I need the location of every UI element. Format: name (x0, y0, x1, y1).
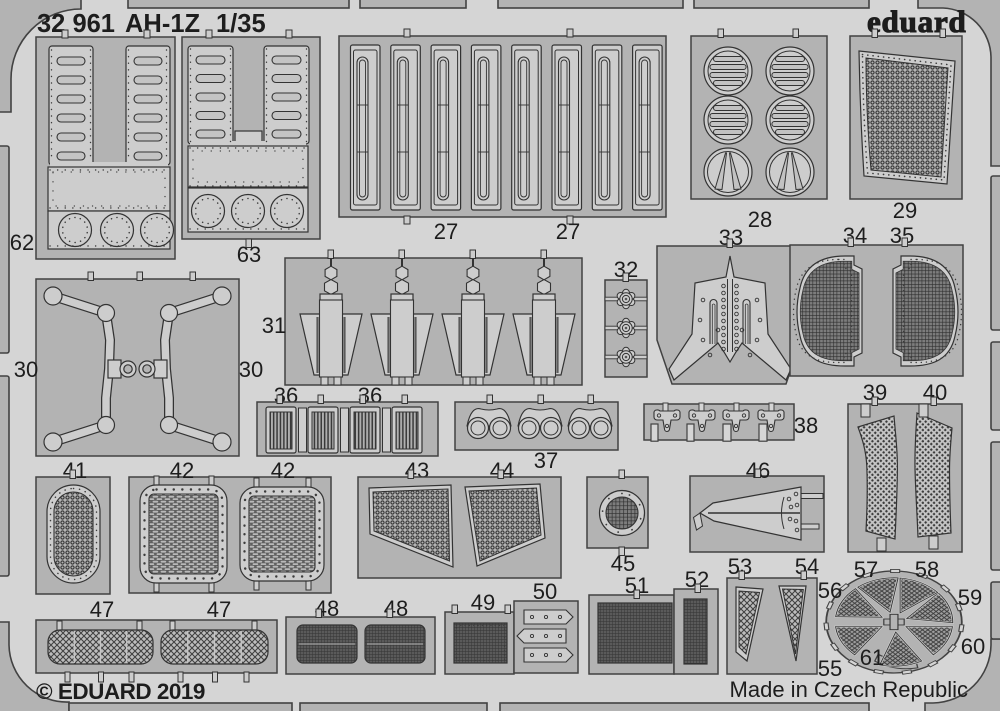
svg-text:1/35: 1/35 (216, 10, 266, 38)
svg-text:37: 37 (534, 448, 558, 473)
svg-text:61: 61 (860, 645, 884, 670)
svg-text:50: 50 (533, 579, 557, 604)
svg-text:Made in Czech Republic: Made in Czech Republic (730, 677, 968, 702)
svg-text:58: 58 (915, 557, 939, 582)
svg-text:49: 49 (471, 590, 495, 615)
svg-text:27: 27 (434, 219, 458, 244)
svg-text:47: 47 (90, 597, 114, 622)
svg-text:59: 59 (958, 585, 982, 610)
svg-text:42: 42 (271, 458, 295, 483)
svg-text:56: 56 (818, 578, 842, 603)
svg-text:eduard: eduard (867, 4, 967, 39)
svg-text:AH-1Z: AH-1Z (125, 10, 200, 38)
svg-text:27: 27 (556, 219, 580, 244)
svg-text:57: 57 (854, 557, 878, 582)
svg-text:30: 30 (14, 357, 38, 382)
svg-text:42: 42 (170, 458, 194, 483)
svg-text:38: 38 (794, 413, 818, 438)
svg-text:62: 62 (10, 230, 34, 255)
svg-text:28: 28 (748, 207, 772, 232)
svg-text:60: 60 (961, 634, 985, 659)
svg-text:34: 34 (843, 223, 867, 248)
svg-text:55: 55 (818, 656, 842, 681)
svg-text:31: 31 (262, 313, 286, 338)
svg-text:30: 30 (239, 357, 263, 382)
svg-text:47: 47 (207, 597, 231, 622)
svg-text:© EDUARD 2019: © EDUARD 2019 (36, 679, 205, 704)
svg-text:29: 29 (893, 198, 917, 223)
svg-text:32 961: 32 961 (37, 10, 115, 38)
